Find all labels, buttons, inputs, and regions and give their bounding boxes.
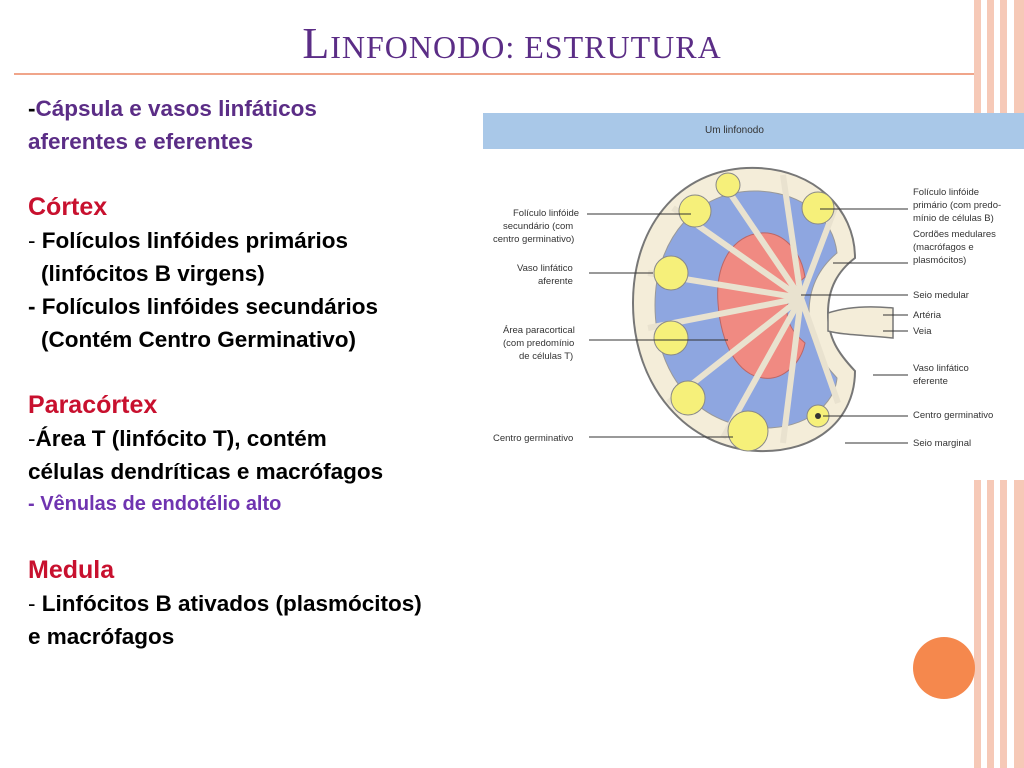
medula-dash: - <box>28 591 42 616</box>
paracortex-item1: -Área T (linfócito T), contém <box>28 422 548 455</box>
slide-title: Linfonodo: estrutura <box>0 18 1024 69</box>
capsule-dash: - <box>28 96 36 121</box>
cortex-item1: - Folículos linfóides primários <box>28 224 548 257</box>
germinal-center-marker <box>815 413 821 419</box>
cortex-item2: - Folículos linfóides secundários <box>28 294 379 319</box>
decorative-dot <box>913 637 975 699</box>
label-leaders <box>587 208 908 444</box>
label-primary-follicle-1: Folículo linfóide <box>913 187 979 198</box>
medula-item1: - Linfócitos B ativados (plasmócitos) <box>28 587 548 620</box>
capsule-text: Cápsula e vasos linfáticos <box>35 96 317 121</box>
cortex-item2b: (Contém Centro Germinativo) <box>41 327 357 352</box>
follicle <box>653 255 689 291</box>
medula-item1b: e macrófagos <box>28 624 175 649</box>
label-paracortical-2: (com predomínio <box>503 338 574 349</box>
label-primary-follicle-2: primário (com predo- <box>913 200 1001 211</box>
capsule-line2: aferentes e eferentes <box>28 129 254 154</box>
label-efferent-1: Vaso linfático <box>913 363 969 374</box>
label-secondary-follicle-1: Folículo linfóide <box>513 208 579 219</box>
paracortex-item2: - Vênulas de endotélio alto <box>28 493 282 515</box>
lymph-node-figure: Um linfonodo <box>483 113 1024 480</box>
label-medullary-cords-2: (macrófagos e <box>913 242 974 253</box>
label-medullary-cords-3: plasmócitos) <box>913 255 966 266</box>
follicle <box>670 380 706 416</box>
follicle <box>678 194 712 228</box>
label-primary-follicle-3: mínio de células B) <box>913 213 994 224</box>
follicle <box>801 191 835 225</box>
lymph-node-body <box>631 166 894 453</box>
paracortex-dash: - <box>28 426 36 451</box>
medula-heading: Medula <box>28 556 115 584</box>
title-rest: infonodo: estrutura <box>330 29 722 65</box>
cortex-heading: Córtex <box>28 193 108 221</box>
left-labels: Folículo linfóide secundário (com centro… <box>493 208 579 444</box>
follicle <box>727 410 769 452</box>
figure-header: Um linfonodo <box>705 125 764 136</box>
lymph-node-diagram: Um linfonodo <box>483 113 1024 453</box>
capsule-line1: -Cápsula e vasos linfáticos <box>28 92 548 125</box>
label-medullary-sinus: Seio medular <box>913 290 969 301</box>
follicle <box>715 172 741 198</box>
label-efferent-2: eferente <box>913 376 948 387</box>
cortex-item1-text: Folículos linfóides primários <box>41 228 349 253</box>
right-labels: Folículo linfóide primário (com predo- m… <box>913 187 1001 449</box>
label-medullary-cords-1: Cordões medulares <box>913 229 996 240</box>
follicle <box>653 320 689 356</box>
label-secondary-follicle-3: centro germinativo) <box>493 234 574 245</box>
title-divider <box>14 73 974 75</box>
label-germinal-center-right: Centro germinativo <box>913 410 993 421</box>
label-marginal-sinus: Seio marginal <box>913 438 971 449</box>
slide-body-text: -Cápsula e vasos linfáticos aferentes e … <box>28 92 548 653</box>
label-afferent-2: aferente <box>538 276 573 287</box>
title-initial: L <box>302 19 331 68</box>
label-vein: Veia <box>913 326 932 337</box>
paracortex-item1b: células dendríticas e macrófagos <box>28 459 384 484</box>
paracortex-item1-text: Área T (linfócito T), contém <box>35 426 327 451</box>
label-paracortical-1: Área paracortical <box>503 325 575 336</box>
cortex-dash: - <box>28 228 42 253</box>
label-paracortical-3: de células T) <box>519 351 573 362</box>
cortex-item1b: (linfócitos B virgens) <box>41 261 265 286</box>
figure-header-bar <box>483 113 1024 149</box>
label-germinal-center-left: Centro germinativo <box>493 433 573 444</box>
medula-item1-text: Linfócitos B ativados (plasmócitos) <box>41 591 422 616</box>
label-artery: Artéria <box>913 310 942 321</box>
label-afferent-1: Vaso linfático <box>517 263 573 274</box>
paracortex-heading: Paracórtex <box>28 391 158 419</box>
label-secondary-follicle-2: secundário (com <box>503 221 573 232</box>
